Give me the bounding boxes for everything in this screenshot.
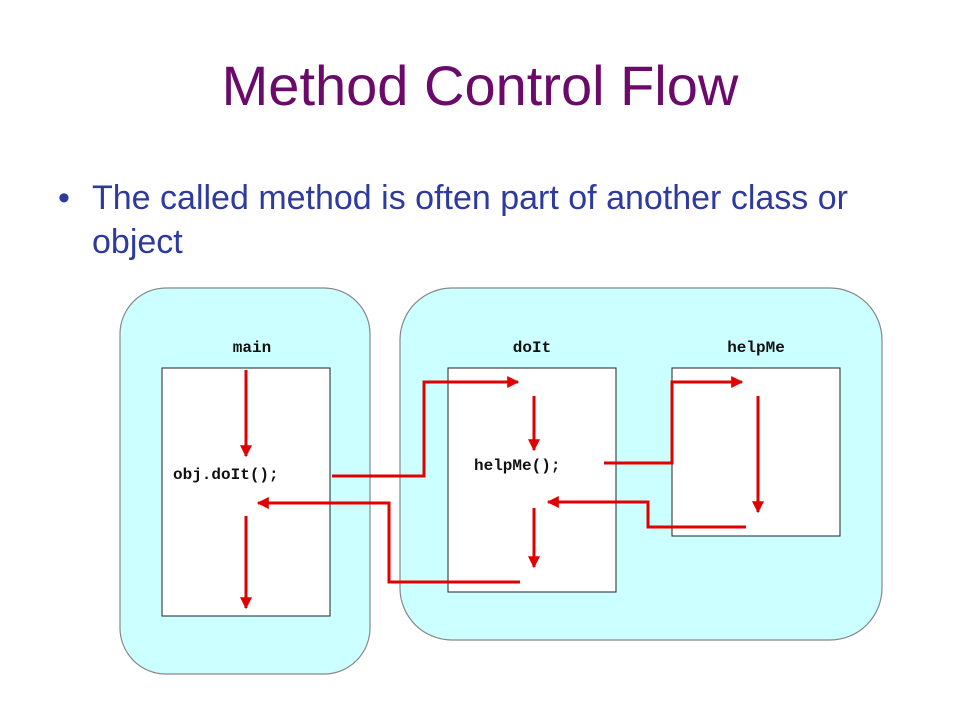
call-helpme-arrow [604,376,744,465]
return-to-main-arrow [256,497,520,584]
slide-title: Method Control Flow [221,54,739,117]
bullet-text: The called method is often part of anoth… [92,179,848,261]
code-call-doit: obj.doIt(); [173,466,279,484]
return-to-doit-arrow [546,496,746,529]
method-box-doit [447,367,617,593]
bullet-marker: • [58,179,70,217]
call-doit-arrow [332,376,520,478]
method-label-main: main [233,339,271,357]
method-box-helpme [671,367,841,537]
code-call-helpme: helpMe(); [474,457,560,475]
method-label-doit: doIt [513,339,551,357]
method-label-helpme: helpMe [727,339,785,357]
